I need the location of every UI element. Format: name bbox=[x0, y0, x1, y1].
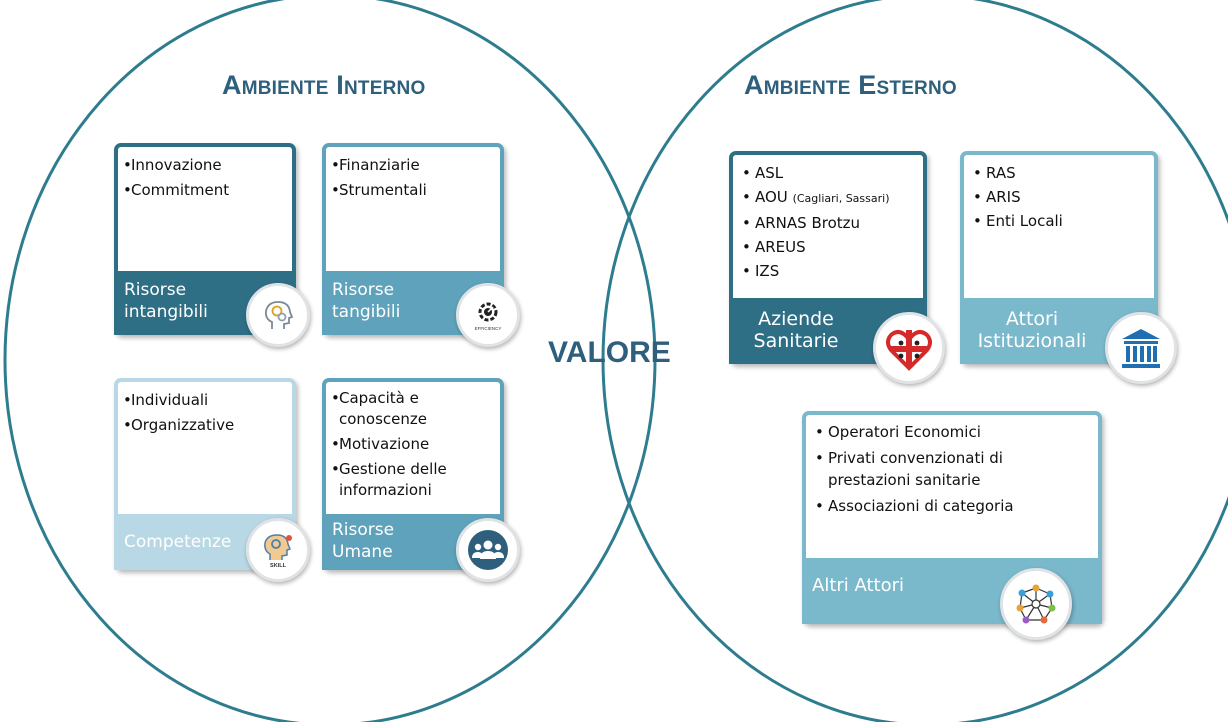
list-item: AREUS bbox=[742, 235, 915, 259]
list-item: ARIS bbox=[973, 185, 1146, 209]
list-item: Enti Locali bbox=[973, 209, 1146, 233]
list-item: Motivazione bbox=[331, 434, 492, 455]
institution-building-icon bbox=[1105, 312, 1177, 384]
list-item: RAS bbox=[973, 161, 1146, 185]
list-item-text: AOU bbox=[755, 188, 788, 206]
icon-caption: EFFICIENCY bbox=[475, 326, 502, 331]
list-item: Gestione delle informazioni bbox=[331, 459, 492, 501]
list-item: AOU (Cagliari, Sassari) bbox=[742, 185, 915, 211]
list-item: Privati convenzionati di prestazioni san… bbox=[815, 447, 1090, 491]
card-risorse-umane: Capacità e conoscenze Motivazione Gestio… bbox=[322, 378, 504, 570]
center-label-valore: VALORE bbox=[548, 336, 671, 369]
card-risorse-intangibili: Innovazione Commitment Risorse intangibi… bbox=[114, 143, 296, 335]
internal-circle bbox=[3, 0, 657, 722]
icon-caption: SKILL bbox=[270, 563, 287, 569]
card-risorse-tangibili: Finanziarie Strumentali Risorse tangibil… bbox=[322, 143, 504, 335]
list-item: Associazioni di categoria bbox=[815, 495, 1090, 517]
heading-internal: Ambiente Interno bbox=[222, 70, 426, 100]
gears-in-head-icon bbox=[246, 283, 310, 347]
list-item: Organizzative bbox=[123, 413, 284, 438]
list-item: Innovazione bbox=[123, 153, 284, 178]
health-cross-heart-icon bbox=[873, 312, 945, 384]
list-item: ASL bbox=[742, 161, 915, 185]
list-item: Finanziarie bbox=[331, 153, 492, 178]
efficiency-gauge-icon: EFFICIENCY bbox=[456, 283, 520, 347]
list-item: IZS bbox=[742, 259, 915, 283]
external-circle bbox=[601, 0, 1228, 722]
skill-head-icon: SKILL bbox=[246, 518, 310, 582]
list-item: Strumentali bbox=[331, 178, 492, 203]
people-group-icon bbox=[456, 518, 520, 582]
list-item: Individuali bbox=[123, 388, 284, 413]
list-item: Commitment bbox=[123, 178, 284, 203]
list-item: ARNAS Brotzu bbox=[742, 211, 915, 235]
list-item-note: (Cagliari, Sassari) bbox=[792, 192, 890, 205]
list-item: Operatori Economici bbox=[815, 421, 1090, 443]
list-item: Capacità e conoscenze bbox=[331, 388, 492, 430]
heading-external: Ambiente Esterno bbox=[744, 70, 957, 100]
network-people-icon bbox=[1000, 568, 1072, 640]
